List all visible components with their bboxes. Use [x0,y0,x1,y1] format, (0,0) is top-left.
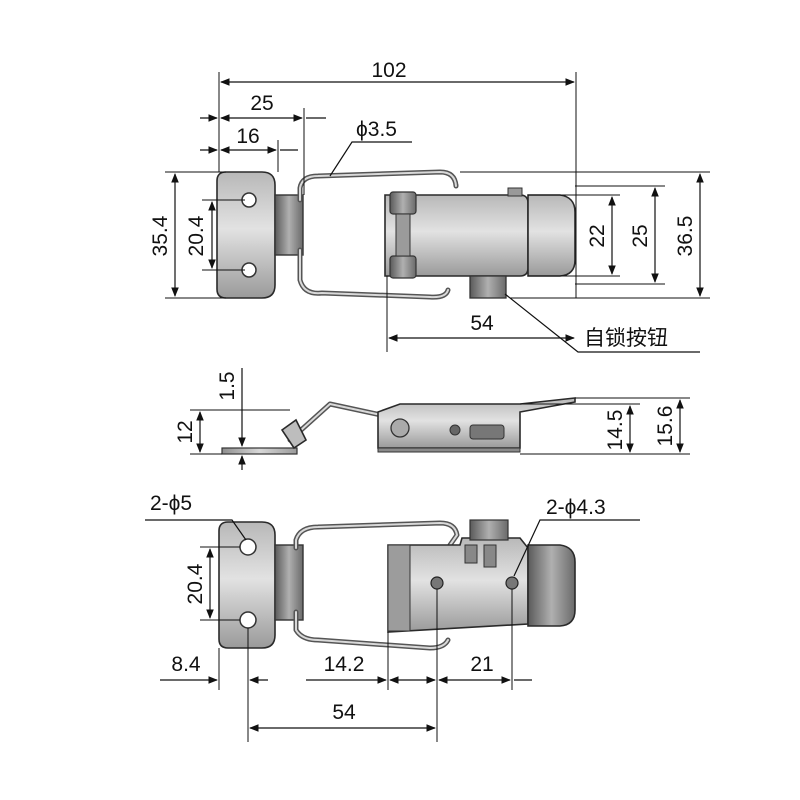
label-right-holes: 2-ϕ4.3 [546,496,606,519]
top-hinge-pin-upper [389,191,417,215]
dim-side-base: 12 [174,420,197,443]
bottom-base-plate [218,521,276,649]
dim-latch-length: 54 [470,312,494,335]
dim-wire-diameter: ϕ3.5 [356,118,397,141]
dim-hole-spacing-top: 20.4 [185,215,208,256]
bottom-latch-tip [527,544,576,627]
dim-hole-spacing-bottom: 20.4 [184,563,207,604]
dim-plate-thickness: 1.5 [216,371,239,400]
dim-center-offset: 14.2 [324,653,365,676]
dim-overall-height-side: 15.6 [654,406,677,447]
top-base-plate [216,171,276,299]
bottom-view: 2-ϕ5 2-ϕ4.3 20.4 8.4 14.2 21 54 [145,492,640,742]
top-lock-button [469,275,507,299]
side-base-plate [221,447,298,455]
top-hinge-pin-lower [389,255,417,279]
dim-overall-length: 102 [371,59,406,82]
dim-right-spacing: 21 [470,653,493,676]
bottom-hole-lower [239,611,257,629]
dim-base-height: 35.4 [149,215,172,256]
dim-hook-22: 22 [586,224,609,247]
dim-wire-offset: 25 [250,92,273,115]
top-latch-tip [527,194,576,277]
bottom-hinge-bend [274,544,304,621]
bottom-hole-upper [239,538,257,556]
label-lock-button: 自锁按钮 [584,327,668,350]
bottom-rivet-left [430,576,444,590]
dim-hole-to-hole: 54 [332,701,356,724]
side-view: 1.5 12 14.5 15.6 [174,368,690,470]
dim-body-height: 14.5 [604,410,627,451]
dim-edge-offset: 8.4 [171,653,201,676]
top-view: 102 25 16 ϕ3.5 35.4 20.4 22 [149,59,710,353]
dim-hole-offset: 16 [236,125,259,148]
label-left-holes: 2-ϕ5 [150,492,192,515]
top-hinge-bend [274,194,304,256]
dim-hook-25: 25 [629,224,652,247]
dim-overall-height-top: 36.5 [674,216,697,257]
bottom-rivet-right [505,576,519,590]
